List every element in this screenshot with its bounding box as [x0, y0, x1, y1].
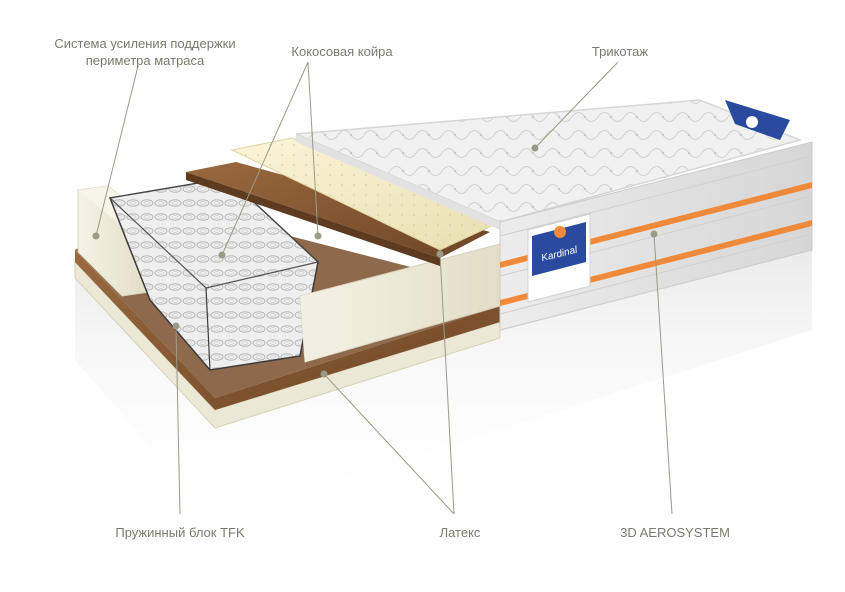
- brand-label: Kardinal: [527, 213, 591, 303]
- aerosystem-label: 3D AEROSYSTEM: [620, 525, 730, 540]
- leader-lines: [92, 61, 673, 515]
- latex-label: Латекс: [439, 525, 481, 540]
- knit-label: Трикотаж: [591, 44, 649, 59]
- perimeter-support-label: Система усиления поддержки периметра мат…: [30, 35, 260, 69]
- corner-logo-tag: [725, 100, 790, 140]
- coconut-coir-label: Кокосовая койра: [291, 44, 393, 59]
- knit-top-cover: [295, 99, 803, 230]
- perimeter-support-label-line2: периметра матраса: [85, 53, 205, 68]
- spring-block: [108, 177, 320, 371]
- perimeter-support-label-line1: Система усиления поддержки: [54, 36, 236, 51]
- spring-block-label: Пружинный блок TFK: [115, 525, 245, 540]
